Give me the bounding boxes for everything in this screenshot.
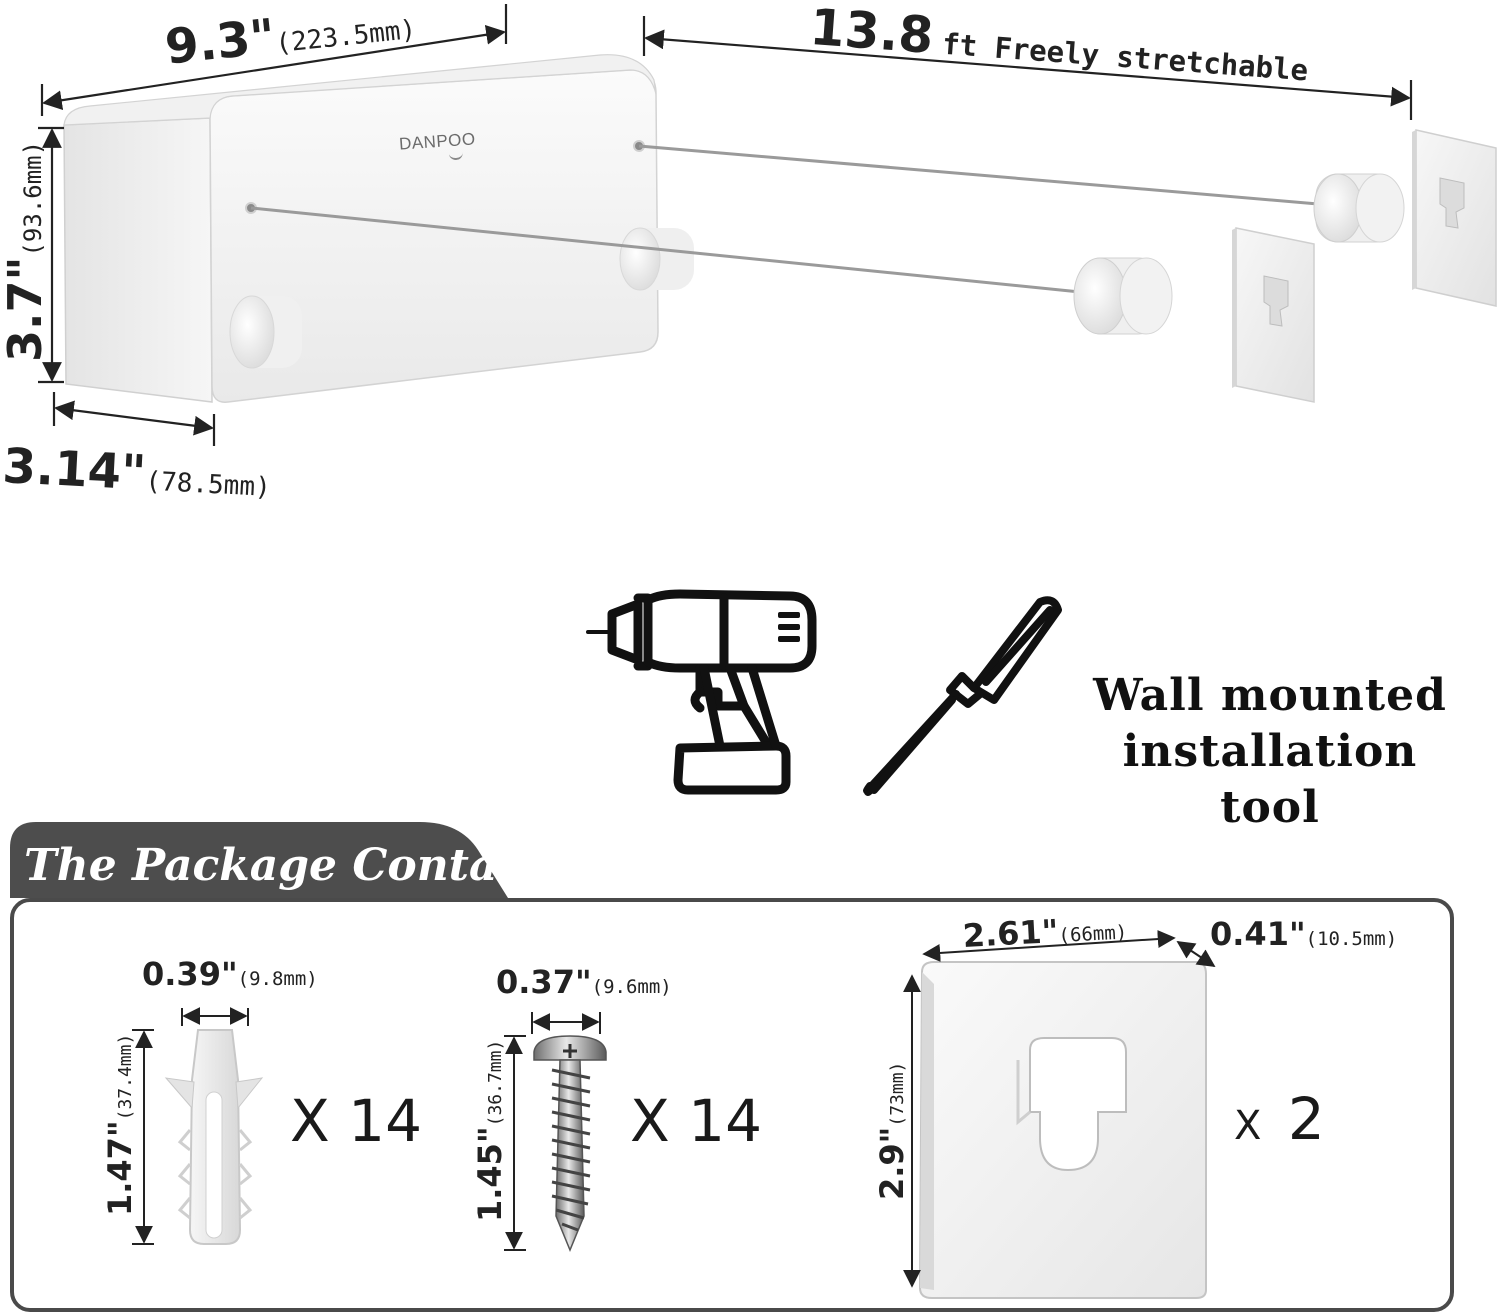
package-dimension-lines	[132, 930, 1216, 1288]
plate-quantity: X 2	[1234, 1090, 1325, 1148]
plate-width-sub: (66mm)	[1058, 921, 1128, 947]
anchor-height-main: 1.47"	[101, 1120, 139, 1216]
screw-width-sub: (9.6mm)	[591, 976, 672, 998]
wall-anchor-icon	[164, 1029, 264, 1245]
plate-quantity-x: X	[1234, 1103, 1262, 1149]
plate-depth-label: 0.41"(10.5mm)	[1210, 918, 1397, 950]
tools-caption-line1: Wall mounted	[1093, 670, 1447, 721]
wire-back	[638, 144, 1319, 206]
wire-front	[250, 206, 1081, 294]
plate-height-label: 2.9"(73mm)	[873, 1061, 911, 1200]
screw-icon	[533, 1035, 607, 1252]
anchor-quantity: X 14	[290, 1087, 422, 1155]
plate-height-sub: (73mm)	[887, 1061, 908, 1127]
mounting-plate-icon	[918, 961, 1207, 1299]
wire-end-hook-back	[1313, 173, 1405, 243]
screw-height-label: 1.45"(36.7mm)	[471, 1039, 509, 1222]
screw-width-label: 0.37"(9.6mm)	[496, 966, 672, 998]
screw-height-sub: (36.7mm)	[485, 1039, 506, 1127]
box-knob-front	[229, 295, 302, 369]
screw-height-main: 1.45"	[471, 1126, 509, 1222]
anchor-width-label: 0.39"(9.8mm)	[142, 958, 318, 990]
package-title: The Package Contains	[24, 840, 571, 891]
anchor-height-sub: (37.4mm)	[115, 1033, 136, 1121]
anchor-width-sub: (9.8mm)	[237, 968, 318, 990]
plate-depth-sub: (10.5mm)	[1305, 928, 1398, 950]
tools-caption-line2: installation tool	[1122, 726, 1418, 833]
dimension-lines	[38, 4, 1413, 446]
plate-width-main: 2.61"	[961, 911, 1060, 955]
box-knob-back	[619, 227, 694, 291]
wall-plate-front	[1232, 227, 1315, 403]
screw-quantity: X 14	[630, 1087, 762, 1155]
tools-caption: Wall mounted installation tool	[1070, 668, 1470, 836]
anchor-height-label: 1.47"(37.4mm)	[101, 1033, 139, 1216]
plate-height-main: 2.9"	[873, 1126, 911, 1200]
wire-end-hook-front	[1073, 257, 1173, 335]
plate-quantity-n: 2	[1287, 1085, 1325, 1153]
plate-depth-main: 0.41"	[1210, 915, 1306, 953]
screw-width-main: 0.37"	[496, 963, 592, 1001]
wall-plate-back	[1412, 129, 1497, 307]
anchor-width-main: 0.39"	[142, 955, 238, 993]
